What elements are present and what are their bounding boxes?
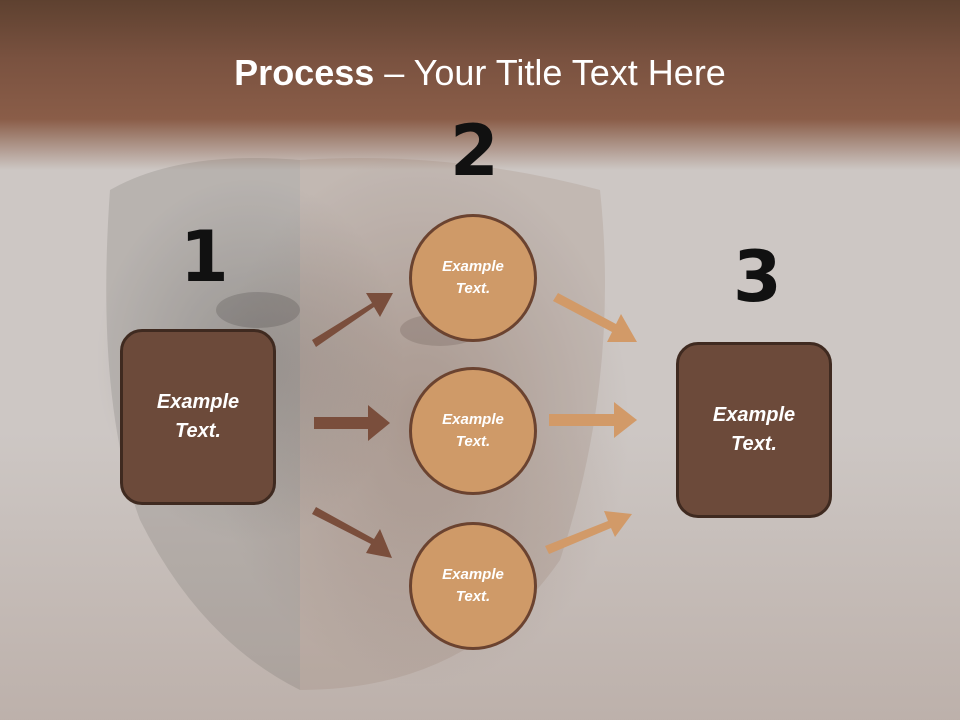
arrow-to-top-circle xyxy=(312,293,393,347)
arrow-to-middle-circle xyxy=(314,405,390,441)
arrow-from-middle-circle xyxy=(549,402,637,438)
arrow-from-top-circle xyxy=(553,293,637,342)
step-2-circle-middle: Example Text. xyxy=(409,367,537,495)
arrow-to-bottom-circle xyxy=(312,507,392,558)
circle-top-text: Example Text. xyxy=(442,257,504,298)
step-1-box: Example Text. xyxy=(120,329,276,505)
circle-middle-text: Example Text. xyxy=(442,410,504,451)
step-3-box: Example Text. xyxy=(676,342,832,518)
circle-bottom-text: Example Text. xyxy=(442,565,504,606)
step-2-circle-top: Example Text. xyxy=(409,214,537,342)
slide-title: Process – Your Title Text Here xyxy=(0,52,960,94)
arrow-from-bottom-circle xyxy=(545,511,632,554)
step-1-text: Example Text. xyxy=(156,391,240,442)
step-number-2: 2 xyxy=(450,110,499,192)
step-number-3: 3 xyxy=(733,236,782,318)
step-3-text: Example Text. xyxy=(712,404,796,455)
title-bar xyxy=(0,0,960,170)
step-2-circle-bottom: Example Text. xyxy=(409,522,537,650)
step-number-1: 1 xyxy=(180,216,229,298)
title-bold: Process xyxy=(234,52,375,93)
title-rest: – Your Title Text Here xyxy=(374,52,726,93)
